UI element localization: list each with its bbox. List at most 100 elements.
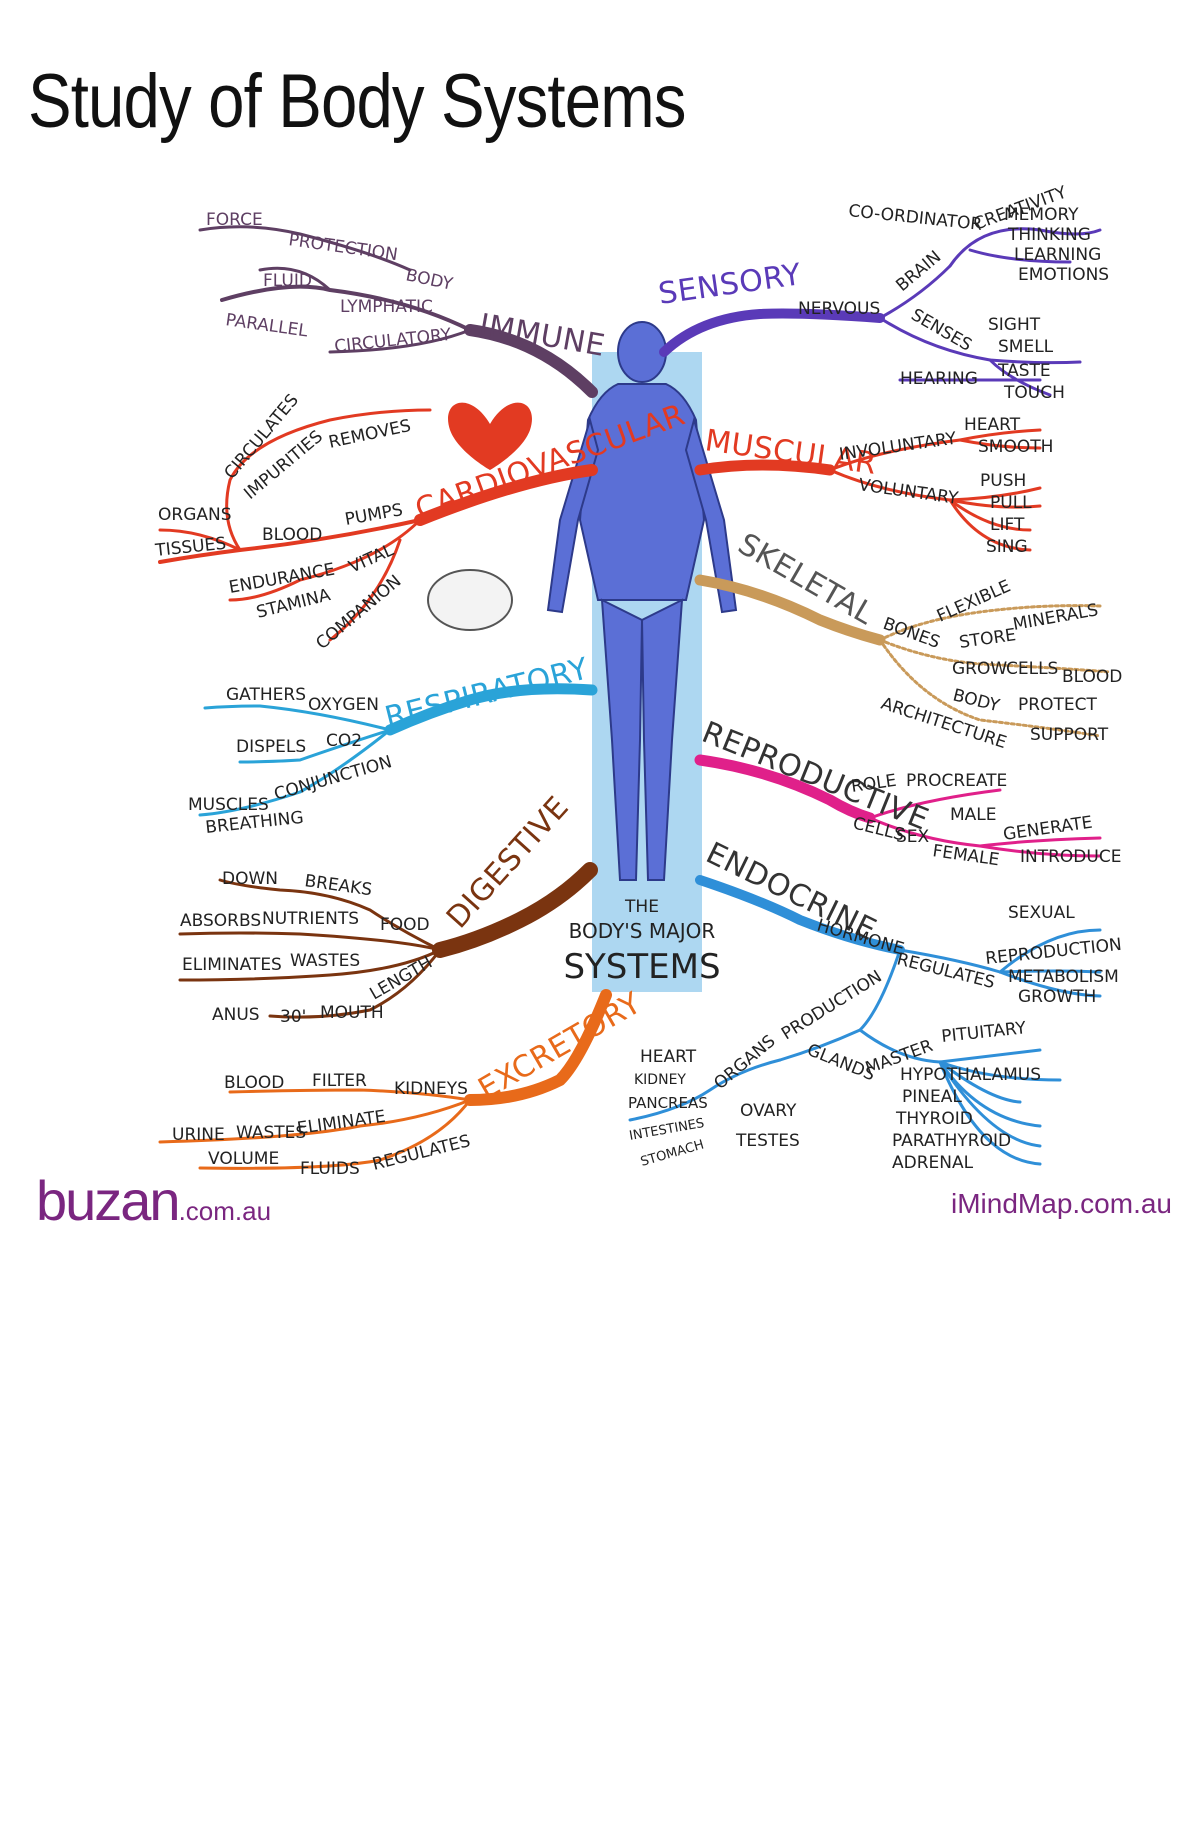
skel-grow: GROW — [952, 659, 1007, 679]
exc-eliminate: ELIMINATE — [296, 1107, 387, 1139]
sens-brain: BRAIN — [892, 247, 945, 296]
resp-muscles: MUSCLES — [188, 795, 269, 815]
exc-fluids: FLUIDS — [300, 1159, 360, 1179]
sens-memory: MEMORY — [1004, 205, 1079, 225]
endo-ovary: OVARY — [740, 1101, 797, 1121]
skel-cells: CELLS — [1006, 659, 1058, 679]
buzan-logo-main: buzan — [36, 1169, 181, 1232]
mus-sing: SING — [986, 537, 1028, 557]
dig-down: DOWN — [222, 869, 278, 889]
exc-kidneys: KIDNEYS — [394, 1079, 468, 1099]
branch-muscular — [694, 428, 1042, 552]
figure-right-leg — [640, 598, 684, 881]
branch-reproductive — [694, 754, 1102, 858]
endo-pancreas: PANCREAS — [628, 1094, 708, 1112]
immune-fluid: FLUID — [263, 271, 312, 291]
exc-urine: URINE — [172, 1125, 225, 1145]
dig-length: LENGTH — [367, 953, 436, 1005]
center-line1: THE — [624, 897, 659, 917]
branch-immune — [198, 225, 598, 398]
dig-wastes: WASTES — [290, 951, 360, 971]
cv-companion: COMPANION — [312, 571, 405, 654]
endo-regulates: REGULATES — [895, 949, 997, 993]
central-figure: THE BODY'S MAJOR SYSTEMS — [546, 321, 738, 992]
mus-push: PUSH — [980, 471, 1026, 491]
endo-growth: GROWTH — [1018, 987, 1096, 1007]
excretory-label: EXCRETORY — [473, 986, 648, 1107]
immune-lymphatic: LYMPHATIC — [340, 297, 433, 317]
dig-breaks: BREAKS — [303, 871, 373, 900]
skel-blood: BLOOD — [1062, 667, 1122, 687]
immune-body: BODY — [404, 265, 455, 295]
dig-absorbs: ABSORBS — [180, 911, 261, 931]
sens-touch: TOUCH — [1003, 383, 1065, 403]
rep-male: MALE — [950, 805, 997, 825]
center-line2: BODY'S MAJOR — [569, 919, 716, 943]
immune-parallel: PARALLEL — [224, 310, 309, 341]
digestive-label: DIGESTIVE — [440, 790, 576, 936]
endo-sexual: SEXUAL — [1008, 903, 1075, 923]
branch-cardiovascular — [158, 408, 598, 642]
exc-blood: BLOOD — [224, 1073, 284, 1093]
exc-volume: VOLUME — [208, 1149, 279, 1169]
figure-torso — [578, 383, 706, 601]
branch-digestive — [178, 862, 598, 1019]
endo-heart: HEART — [640, 1047, 697, 1067]
resp-gathers: GATHERS — [226, 685, 306, 705]
sens-taste: TASTE — [997, 361, 1051, 381]
dig-food: FOOD — [380, 915, 430, 935]
rep-introduce: INTRODUCE — [1020, 847, 1121, 867]
endo-parathyroid: PARATHYROID — [892, 1131, 1011, 1151]
sens-sight: SIGHT — [988, 315, 1041, 335]
skel-flexible: FLEXIBLE — [934, 576, 1014, 626]
endo-pituitary: PITUITARY — [940, 1018, 1027, 1047]
mus-involuntary: INVOLUNTARY — [838, 429, 958, 465]
endo-testes: TESTES — [735, 1131, 800, 1151]
cloud-icon — [427, 569, 513, 631]
mus-voluntary: VOLUNTARY — [857, 475, 960, 509]
sens-thinking: THINKING — [1007, 225, 1091, 245]
exc-regulates: REGULATES — [370, 1131, 472, 1175]
resp-dispels: DISPELS — [236, 737, 306, 757]
center-line3: SYSTEMS — [563, 947, 720, 987]
buzan-logo-suffix: .com.au — [178, 1196, 272, 1226]
endo-metabolism: METABOLISM — [1008, 967, 1119, 987]
endo-adrenal: ADRENAL — [892, 1153, 974, 1173]
dig-nutrients: NUTRIENTS — [262, 909, 359, 929]
reproductive-label: REPRODUCTIVE — [697, 715, 934, 838]
cv-tissues: TISSUES — [153, 534, 227, 561]
dig-mouth: MOUTH — [320, 1003, 384, 1023]
branch-endocrine — [628, 875, 1102, 1166]
skel-store: STORE — [958, 625, 1017, 653]
sens-hearing: HEARING — [900, 369, 978, 389]
exc-wastes: WASTES — [236, 1123, 306, 1143]
resp-co2: CO2 — [326, 731, 362, 751]
mus-heart: HEART — [964, 415, 1021, 435]
dig-30: 30' — [280, 1007, 306, 1027]
exc-filter: FILTER — [312, 1071, 367, 1091]
mus-pull: PULL — [990, 493, 1032, 513]
heart-icon — [448, 402, 532, 470]
rep-procreate: PROCREATE — [906, 771, 1007, 791]
mus-smooth: SMOOTH — [978, 437, 1053, 457]
endo-pineal: PINEAL — [902, 1087, 962, 1107]
sens-nervous: NERVOUS — [798, 299, 880, 319]
page-title: Study of Body Systems — [28, 59, 686, 144]
branch-respiratory — [198, 683, 598, 817]
sens-learning: LEARNING — [1014, 245, 1101, 265]
branch-skeletal — [694, 574, 1112, 738]
dig-eliminates: ELIMINATES — [182, 955, 282, 975]
buzan-logo[interactable]: buzan.com.au — [36, 1168, 271, 1233]
skel-support: SUPPORT — [1030, 725, 1109, 745]
cv-organs: ORGANS — [158, 505, 232, 525]
endo-production: PRODUCTION — [778, 967, 886, 1045]
immune-circulatory: CIRCULATORY — [333, 325, 452, 357]
endo-hypothalamus: HYPOTHALAMUS — [900, 1065, 1041, 1085]
endo-thyroid: THYROID — [895, 1109, 973, 1129]
sens-coordinator: CO-ORDINATOR — [847, 201, 983, 235]
branch-sensory — [659, 227, 1102, 397]
imindmap-link[interactable]: iMindMap.com.au — [951, 1188, 1172, 1219]
cv-removes: REMOVES — [327, 416, 413, 453]
resp-oxygen: OXYGEN — [308, 695, 379, 715]
